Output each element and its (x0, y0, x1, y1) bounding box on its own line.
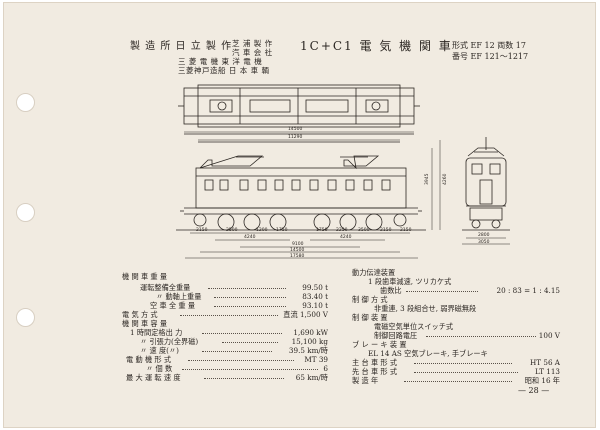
spec-value: 1,690 kW (293, 328, 328, 337)
dotted-leader (180, 310, 278, 316)
spec-value: 99.50 t (302, 283, 328, 292)
spec-label: 制御回路電圧 (374, 331, 418, 340)
spec-value: 20 : 83 = 1 : 4.15 (496, 286, 560, 295)
dim-label: 11290 (288, 134, 302, 140)
spec-value: 昭和 16 年 (524, 376, 560, 385)
dim-label: 1750 (316, 227, 328, 233)
spec-value: 15,100 kg (291, 337, 328, 346)
manufacturer-list: 芝 浦 製 作 汽 車 会 社 (232, 39, 273, 57)
dim-label: 1200 (256, 227, 268, 233)
spec-value: 100 V (538, 331, 560, 340)
dim-label: 2800 (478, 232, 490, 238)
page-number: — 28 — (518, 386, 550, 395)
dim-label: 3050 (478, 239, 490, 245)
dim-label: 2150 (196, 227, 208, 233)
dotted-leader (202, 328, 282, 334)
spec-value: MT 39 (304, 355, 328, 364)
end-view (462, 137, 510, 245)
dim-label: 3500 (358, 227, 370, 233)
spec-value: 直流 1,500 V (283, 310, 328, 319)
dim-label: 2150 (380, 227, 392, 233)
spec-value: 65 km/時 (295, 373, 328, 382)
spec-heading: 制 御 装 置 (352, 313, 388, 322)
document-page (3, 2, 596, 428)
spec-label: 電 気 方 式 (122, 310, 158, 319)
manufacturer-list-2: 三 菱 電 機 東 洋 電 機 三菱神戸造船 日 本 車 輌 (178, 57, 270, 75)
spec-heading: 機 関 車 容 量 (122, 319, 168, 328)
dotted-leader (222, 337, 278, 343)
dim-label: 4240 (340, 234, 352, 240)
spec-detail: 電磁空気単位スイッチ式 (374, 322, 454, 331)
spec-label: 最 大 運 転 速 度 (126, 373, 181, 382)
dotted-leader (426, 331, 536, 337)
number-line: 番号 EF 121～1217 (452, 52, 529, 61)
dotted-leader (214, 301, 286, 307)
spec-heading: ブ レ ー キ 装 置 (352, 340, 407, 349)
dim-label: 9100 (292, 241, 304, 247)
binder-hole (16, 308, 35, 327)
manufacturer-line: 汽 車 会 社 (232, 48, 273, 57)
manufacturer-label: 製 造 所 日 立 製 作 (130, 41, 233, 52)
spec-detail: 1 段歯車減速, ツリカケ式 (368, 277, 452, 286)
manufacturer-line: 三 菱 電 機 東 洋 電 機 (178, 57, 263, 66)
spec-label: 電 動 機 形 式 (126, 355, 172, 364)
dotted-leader (406, 286, 478, 292)
dim-label: 1750 (276, 227, 288, 233)
spec-value: 93.10 t (302, 301, 328, 310)
dim-label: 2250 (336, 227, 348, 233)
spec-label: 主 台 車 形 式 (352, 358, 398, 367)
dim-label: 2150 (400, 227, 412, 233)
spec-value: 39.5 km/時 (288, 346, 328, 355)
spec-value: HT 56 A (530, 358, 560, 367)
spec-value: 6 (323, 364, 328, 373)
spec-label: 〃 動軸上重量 (156, 292, 202, 301)
spec-heading: 動力伝達装置 (352, 268, 396, 277)
spec-label: 運転整備全重量 (140, 283, 191, 292)
dotted-leader (414, 358, 512, 364)
binder-hole (16, 203, 35, 222)
dim-label: 14500 (290, 247, 304, 253)
format-block: 形式 EF 12 両数 17 番号 EF 121～1217 (452, 40, 528, 62)
manufacturer-line: 三菱神戸造船 日 本 車 輌 (178, 66, 270, 75)
dotted-leader (182, 364, 318, 370)
spec-label: 〃 個 数 (146, 364, 173, 373)
page-title: 1C+C1 電 気 機 関 車 (300, 39, 453, 53)
binder-hole (16, 93, 35, 112)
dotted-leader (208, 283, 286, 289)
spec-label: 1 時間定格出 力 (130, 328, 183, 337)
dotted-leader (202, 346, 272, 352)
spec-value: 83.40 t (302, 292, 328, 301)
spec-detail: EL 14 AS 空気ブレーキ, 手ブレーキ (368, 349, 488, 358)
dotted-leader (214, 292, 286, 298)
spec-label: 空 車 全 重 量 (150, 301, 196, 310)
manufacturer-line: 芝 浦 製 作 (232, 39, 273, 48)
dotted-leader (404, 376, 512, 382)
format-line: 形式 EF 12 両数 17 (452, 41, 526, 50)
spec-label: 製 造 年 (352, 376, 379, 385)
dim-label: 4240 (244, 234, 256, 240)
plan-view (178, 84, 420, 143)
dim-label: 14500 (288, 126, 302, 132)
dotted-leader (188, 355, 294, 361)
spec-value: LT 113 (535, 367, 560, 376)
spec-heading: 制 御 方 式 (352, 295, 388, 304)
dotted-leader (204, 373, 284, 379)
dim-label: 17580 (290, 253, 304, 259)
spec-label: 歯数比 (380, 286, 402, 295)
side-view (176, 155, 426, 231)
dim-label: 4260 (442, 173, 448, 185)
dotted-leader (414, 367, 518, 373)
dimension-lines (184, 131, 441, 259)
dim-label: 3945 (424, 173, 430, 185)
spec-heading: 機 関 車 重 量 (122, 272, 168, 281)
dim-label: 2500 (226, 227, 238, 233)
spec-label: 〃 速 度(〃) (140, 346, 179, 355)
spec-detail: 非重連, 3 段組合せ, 弱界磁無段 (374, 304, 477, 313)
spec-label: 先 台 車 形 式 (352, 367, 398, 376)
spec-label: 〃 引張力(全界磁) (140, 337, 199, 346)
